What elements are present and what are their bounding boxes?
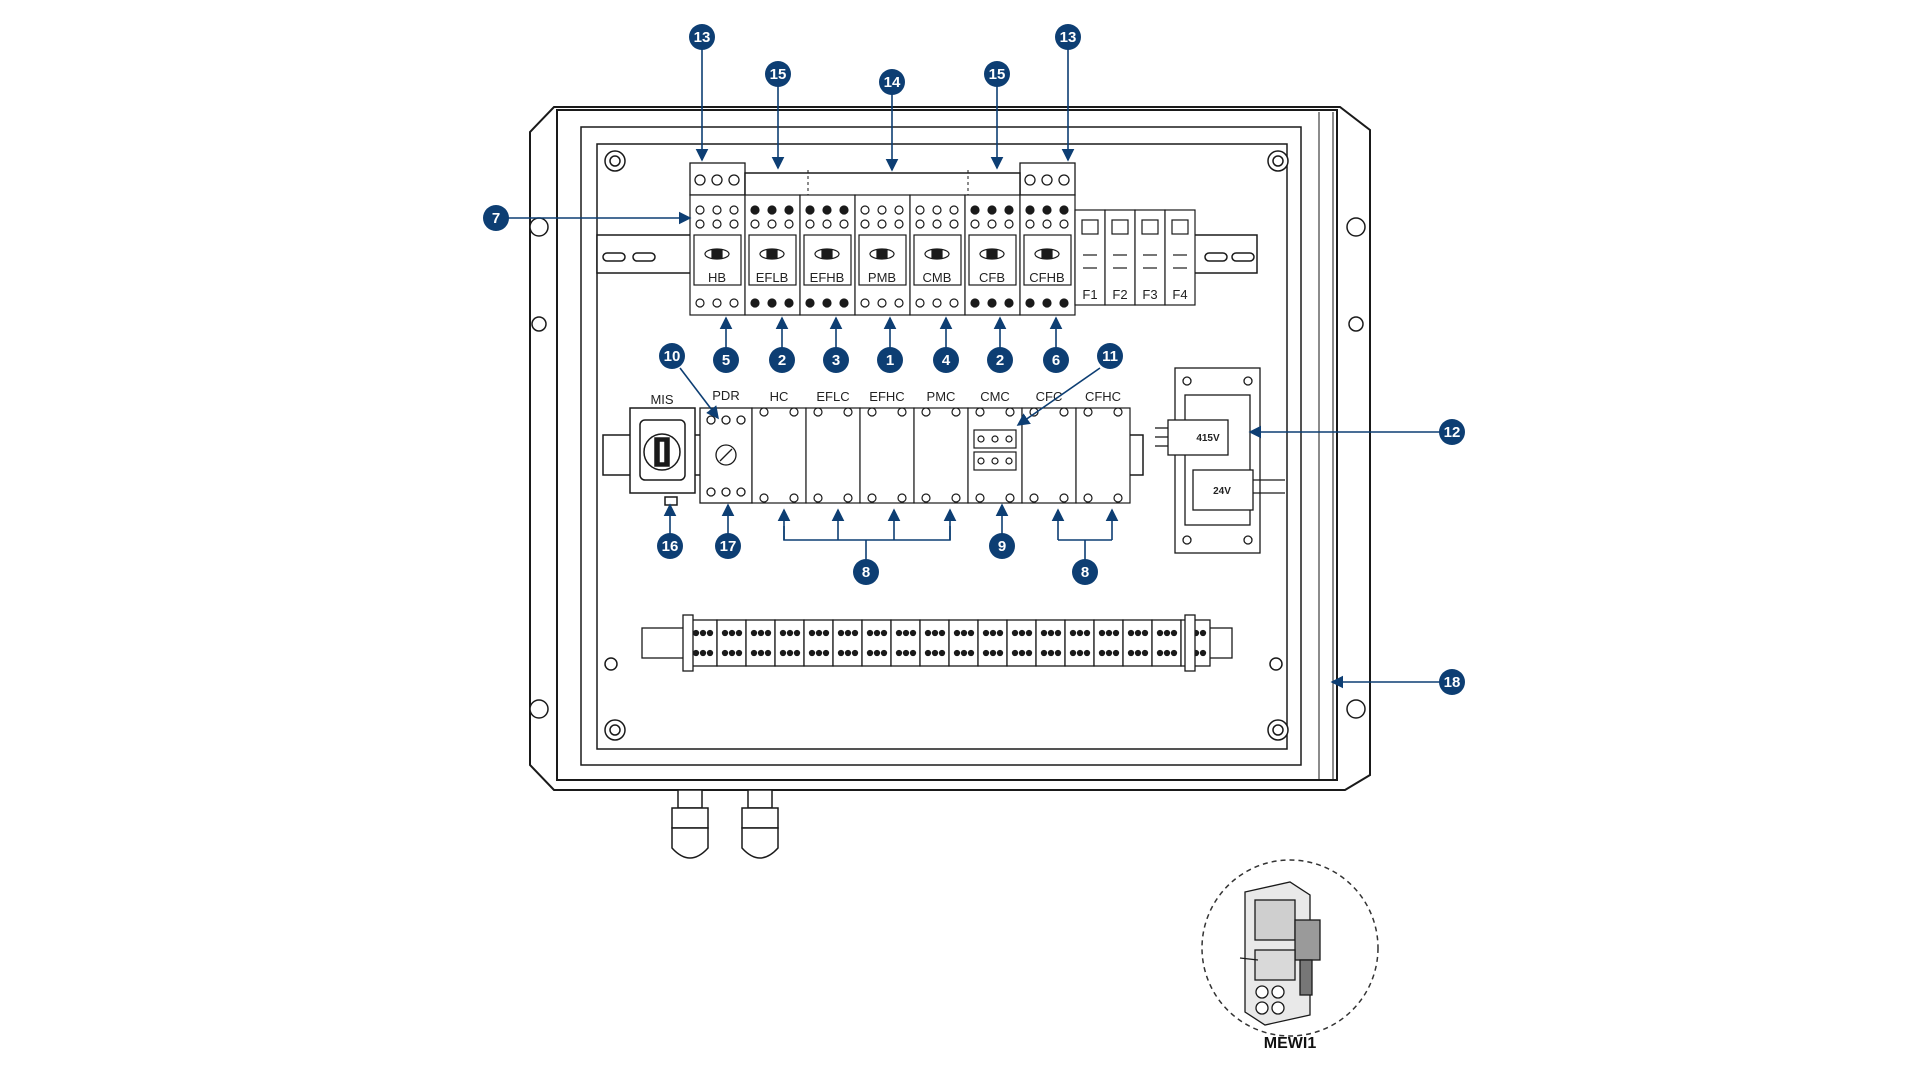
breaker-efhb: EFHB (799, 194, 856, 316)
callout-number: 14 (884, 74, 901, 91)
callout-number: 3 (832, 352, 840, 369)
isolator-label: MIS (650, 392, 673, 407)
breaker-label: CFB (979, 270, 1005, 285)
callout-c2b: 2 (987, 347, 1013, 373)
contactor-label: CFHC (1085, 389, 1121, 404)
contactor-label: EFHC (869, 389, 904, 404)
callout-number: 17 (720, 538, 737, 555)
supply-terminal-left (689, 162, 746, 196)
contactor-label: EFLC (816, 389, 849, 404)
callout-number: 16 (662, 538, 679, 555)
callout-c18: 18 (1439, 669, 1465, 695)
breaker-label: HB (708, 270, 726, 285)
fuse-row: F1 F2 F3 F4 (1074, 209, 1196, 306)
callout-c7: 7 (483, 205, 509, 231)
callout-c10: 10 (659, 343, 685, 369)
fuse-label: F2 (1112, 287, 1127, 302)
contactor-cmc: CMC (967, 389, 1023, 504)
callout-c2a: 2 (769, 347, 795, 373)
contactor-hc: HC (751, 389, 807, 504)
callout-number: 2 (778, 352, 786, 369)
mewi1-inset: MEWI1 (1201, 859, 1379, 1052)
callout-number: 9 (998, 538, 1006, 555)
callout-c14: 14 (879, 69, 905, 95)
breaker-label: CMB (923, 270, 952, 285)
callout-c13b: 13 (1055, 24, 1081, 50)
transformer-secondary: 24V (1213, 486, 1231, 497)
fuse-4: F4 (1164, 209, 1196, 306)
callout-c11: 11 (1097, 343, 1123, 369)
contactor-label: PMC (927, 389, 956, 404)
callout-c1: 1 (877, 347, 903, 373)
breaker-cfhb: CFHB (1019, 194, 1076, 316)
callout-c15b: 15 (984, 61, 1010, 87)
terminal-strip (641, 614, 1233, 672)
phase-relay: PDR (699, 388, 753, 504)
breaker-hb: HB (689, 194, 746, 316)
callout-c6: 6 (1043, 347, 1069, 373)
breaker-row: HB EFLB EFHB PMB CMB CFB CFHB (689, 194, 1076, 316)
callout-c12: 12 (1439, 419, 1465, 445)
callout-number: 15 (989, 66, 1006, 83)
callout-c4: 4 (933, 347, 959, 373)
breaker-label: EFHB (810, 270, 845, 285)
callout-c8a: 8 (853, 559, 879, 585)
transformer-primary: 415V (1196, 433, 1220, 444)
callout-c13a: 13 (689, 24, 715, 50)
relay-label: PDR (712, 388, 739, 403)
callout-number: 1 (886, 352, 894, 369)
contactor-row: HC EFLC EFHC PMC CMC CFC CFHC (751, 389, 1131, 504)
breaker-cfb: CFB (964, 194, 1021, 316)
contactor-pmc: PMC (913, 389, 969, 504)
fuse-1: F1 (1074, 209, 1106, 306)
callout-c5: 5 (713, 347, 739, 373)
fuse-3: F3 (1134, 209, 1166, 306)
callout-number: 12 (1444, 424, 1461, 441)
callout-c9: 9 (989, 533, 1015, 559)
callout-number: 8 (862, 564, 870, 581)
callout-number: 11 (1102, 348, 1118, 365)
contactor-label: CFC (1036, 389, 1063, 404)
contactor-label: CMC (980, 389, 1010, 404)
fuse-label: F3 (1142, 287, 1157, 302)
breaker-cmb: CMB (909, 194, 966, 316)
contactor-efhc: EFHC (859, 389, 915, 504)
callout-number: 8 (1081, 564, 1089, 581)
fuse-label: F1 (1082, 287, 1097, 302)
callout-c3: 3 (823, 347, 849, 373)
contactor-cfhc: CFHC (1075, 389, 1131, 504)
contactor-label: HC (770, 389, 789, 404)
fuse-2: F2 (1104, 209, 1136, 306)
callout-number: 2 (996, 352, 1004, 369)
mewi1-label: MEWI1 (1264, 1035, 1317, 1052)
leader-lines (508, 48, 1440, 689)
callout-number: 13 (1060, 29, 1077, 46)
breaker-pmb: PMB (854, 194, 911, 316)
callout-number: 13 (694, 29, 711, 46)
callout-number: 6 (1052, 352, 1060, 369)
control-transformer: 415V 24V (1155, 367, 1285, 554)
callout-c17: 17 (715, 533, 741, 559)
cable-glands (671, 789, 779, 859)
callout-number: 7 (492, 210, 500, 227)
main-isolator: MIS (629, 392, 696, 506)
callout-number: 15 (770, 66, 787, 83)
contactor-cfc: CFC (1021, 389, 1077, 504)
supply-terminal-right (1019, 162, 1076, 196)
breaker-label: CFHB (1029, 270, 1064, 285)
callout-c8b: 8 (1072, 559, 1098, 585)
callout-number: 4 (942, 352, 951, 369)
breaker-label: PMB (868, 270, 896, 285)
breaker-eflb: EFLB (744, 194, 801, 316)
callout-c16: 16 (657, 533, 683, 559)
callout-number: 10 (664, 348, 681, 365)
callout-number: 18 (1444, 674, 1461, 691)
callout-number: 5 (722, 352, 730, 369)
breaker-label: EFLB (756, 270, 789, 285)
callout-c15a: 15 (765, 61, 791, 87)
fuse-label: F4 (1172, 287, 1187, 302)
contactor-eflc: EFLC (805, 389, 861, 504)
